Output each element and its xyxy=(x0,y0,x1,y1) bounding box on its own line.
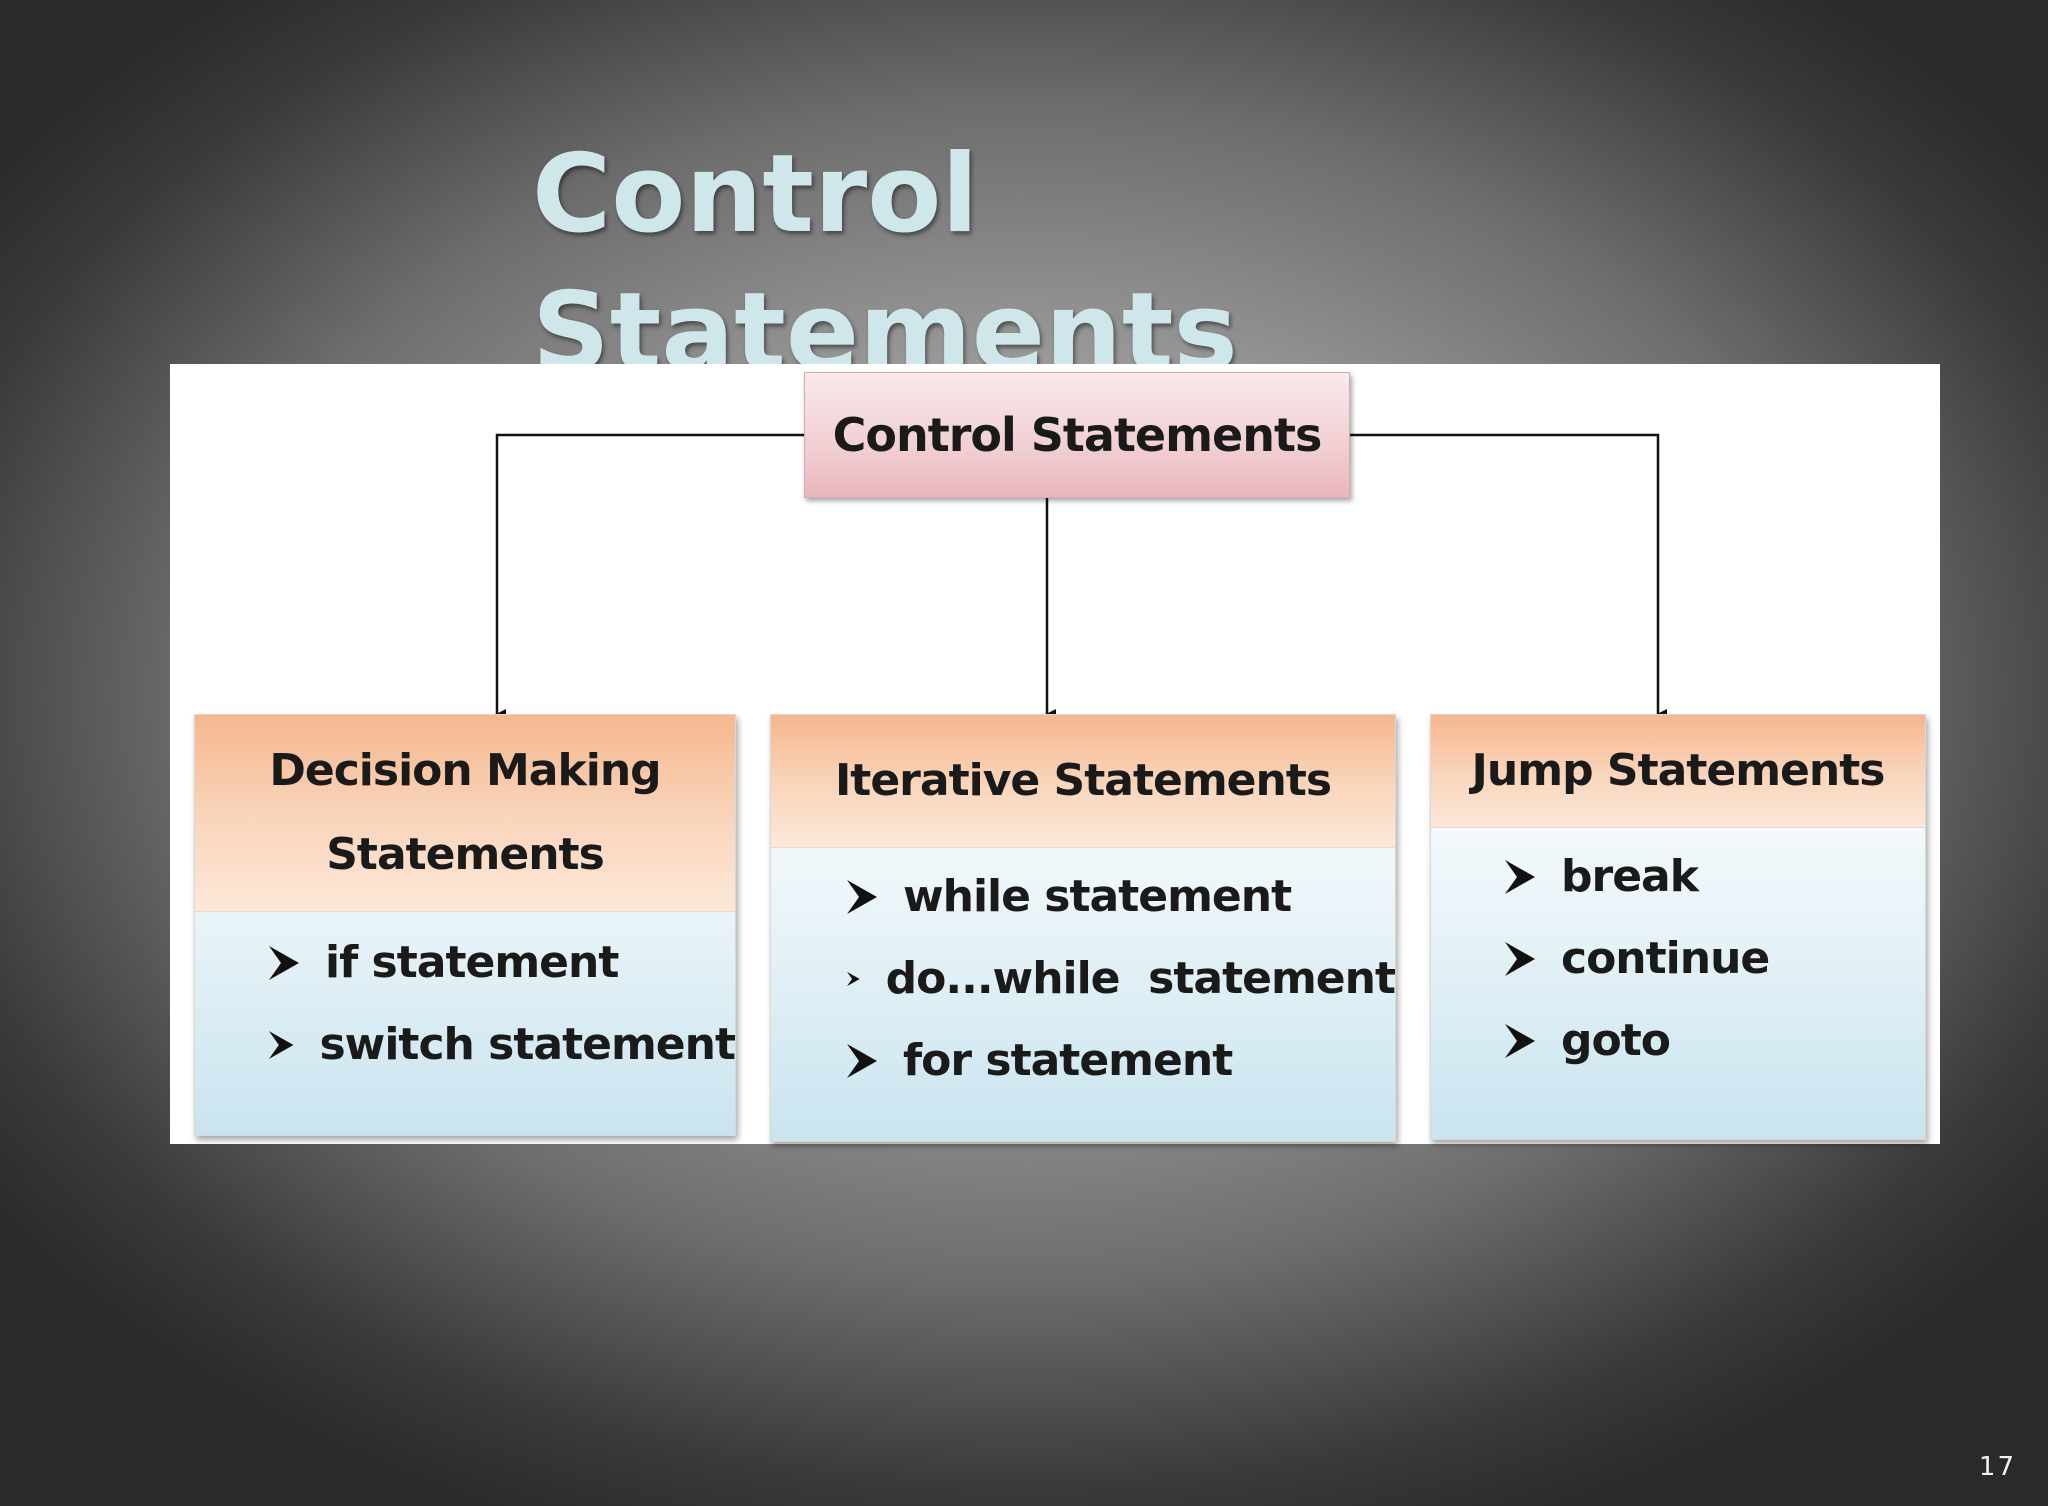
category-header-iterative: Iterative Statements xyxy=(771,715,1395,848)
connector-lines xyxy=(495,433,1667,719)
category-items-iterative: while statement do...while statement for… xyxy=(771,848,1396,1102)
category-header-decision-making: Decision Making Statements xyxy=(195,715,735,912)
list-item-label: for statement xyxy=(903,1035,1233,1086)
category-jump: Jump Statements break continue goto xyxy=(1430,714,1926,1140)
category-header-jump: Jump Statements xyxy=(1431,715,1925,828)
arrow-bullet-icon xyxy=(847,1044,877,1078)
slide-title: Control Statements xyxy=(532,126,1238,402)
diagram-panel: Control Statements Decision Making State… xyxy=(170,364,1940,1144)
arrow-bullet-icon xyxy=(269,946,299,980)
page-number: 17 xyxy=(1978,1452,2016,1482)
list-item: if statement xyxy=(269,922,735,1004)
arrow-bullet-icon xyxy=(847,971,860,987)
category-header-line-1: Decision Making xyxy=(269,745,661,796)
list-item-label: continue xyxy=(1561,933,1770,984)
list-item-label: while statement xyxy=(903,871,1292,922)
category-items-decision-making: if statement switch statement xyxy=(195,912,736,1086)
arrow-bullet-icon xyxy=(1505,1024,1535,1058)
category-items-jump: break continue goto xyxy=(1431,828,1925,1082)
arrow-bullet-icon xyxy=(847,880,877,914)
slide-title-line-1: Control xyxy=(532,132,979,257)
list-item: do...while statement xyxy=(847,938,1396,1020)
arrow-bullet-icon xyxy=(1505,860,1535,894)
list-item: break xyxy=(1505,836,1925,918)
list-item-label: goto xyxy=(1561,1015,1671,1066)
list-item: switch statement xyxy=(269,1004,736,1086)
connector-to-decision xyxy=(495,433,804,719)
root-node-label: Control Statements xyxy=(832,408,1323,462)
list-item-label: switch statement xyxy=(319,1019,736,1070)
category-header-line-2: Statements xyxy=(326,829,605,880)
list-item-label: if statement xyxy=(325,937,619,988)
category-iterative: Iterative Statements while statement do.… xyxy=(770,714,1396,1142)
category-decision-making: Decision Making Statements if statement … xyxy=(194,714,736,1136)
list-item: for statement xyxy=(847,1020,1395,1102)
arrow-bullet-icon xyxy=(1505,942,1535,976)
list-item: while statement xyxy=(847,856,1395,938)
list-item-label: do...while statement xyxy=(885,953,1396,1004)
list-item-label: break xyxy=(1561,851,1699,902)
list-item: continue xyxy=(1505,918,1925,1000)
root-node-control-statements: Control Statements xyxy=(804,372,1350,498)
connector-to-jump xyxy=(1350,433,1667,719)
list-item: goto xyxy=(1505,1000,1925,1082)
arrow-bullet-icon xyxy=(269,1031,294,1059)
